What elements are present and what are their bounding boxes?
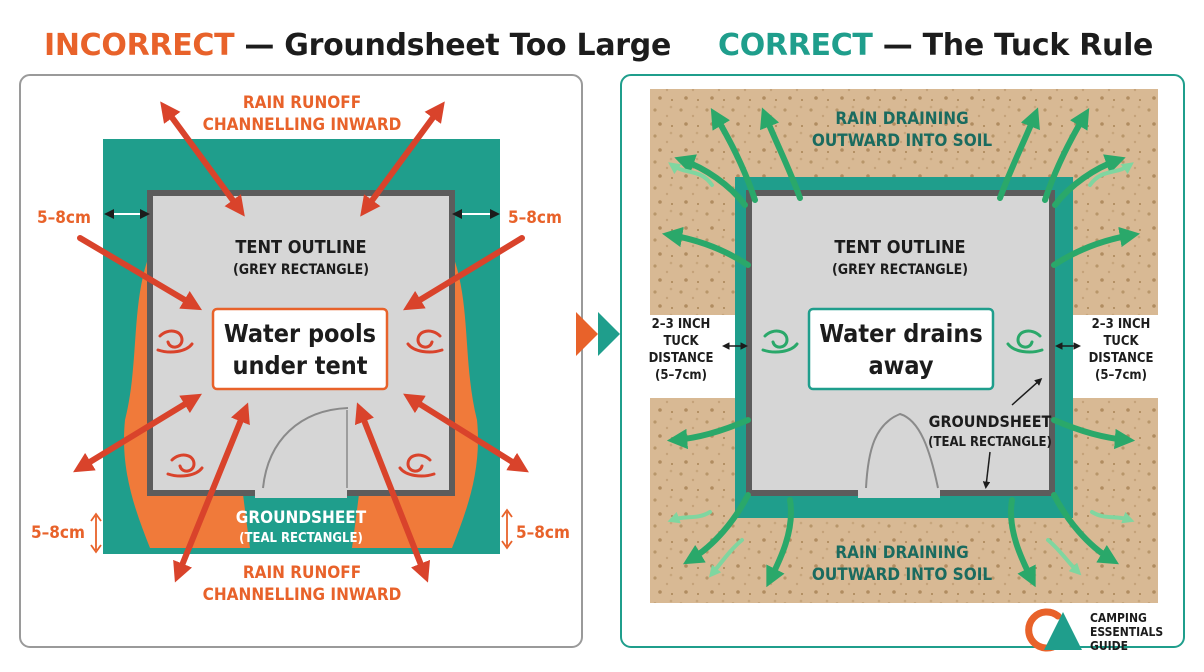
door-gap-left [255, 488, 347, 498]
drain-top-label-2: OUTWARD INTO SOIL [812, 131, 993, 151]
drain-bottom-label-1: RAIN DRAINING [835, 543, 968, 563]
groundsheet-sublabel-right: (TEAL RECTANGLE) [928, 435, 1052, 450]
tent-outline-label: TENT OUTLINE [235, 237, 366, 258]
camping-essentials-logo: CAMPING ESSENTIALS GUIDE [1025, 608, 1163, 653]
pool-callout-line1: Water pools [224, 319, 376, 348]
tuck-right-4: (5–7cm) [1095, 368, 1147, 383]
drain-callout-box [807, 307, 995, 391]
tuck-left-1: 2–3 INCH [652, 317, 711, 332]
pool-callout-line2: under tent [232, 351, 367, 380]
logo-line3: GUIDE [1090, 639, 1128, 653]
correct-keyword: CORRECT [718, 28, 873, 63]
drain-bottom-label-2: OUTWARD INTO SOIL [812, 565, 993, 585]
tuck-right-1: 2–3 INCH [1092, 317, 1151, 332]
correct-panel: RAIN DRAINING OUTWARD INTO SOIL RAIN DRA… [620, 74, 1185, 648]
pool-callout-box [211, 307, 389, 391]
incorrect-title: INCORRECT — Groundsheet Too Large [44, 28, 671, 63]
vertical-gap-markers [90, 508, 513, 554]
groundsheet-pointer-down [982, 451, 991, 489]
drain-arrows-outward [661, 107, 1141, 588]
drain-callout-line1: Water drains [819, 319, 983, 348]
gap-label-bottom-right: 5–8cm [516, 523, 570, 543]
correct-title-rest: — The Tuck Rule [872, 28, 1154, 63]
small-drain-arrows [667, 162, 1135, 578]
incorrect-panel: RAIN RUNOFF CHANNELLING INWARD RAIN RUNO… [19, 74, 583, 648]
drain-callout-line2: away [868, 351, 933, 380]
tent-outline-sublabel-right: (GREY RECTANGLE) [832, 262, 968, 278]
runoff-top-label-1: RAIN RUNOFF [243, 93, 361, 113]
door-arc-left [262, 407, 349, 489]
runoff-bottom-label-1: RAIN RUNOFF [243, 563, 361, 583]
logo-line2: ESSENTIALS [1090, 625, 1163, 639]
runoff-arrows-inward [73, 101, 529, 583]
tuck-right-2: TUCK [1103, 334, 1139, 349]
tent-outline-label-right: TENT OUTLINE [834, 237, 965, 258]
tent-outline-sublabel: (GREY RECTANGLE) [233, 262, 369, 278]
drain-top-label-1: RAIN DRAINING [835, 109, 968, 129]
groundsheet-pointer [1011, 378, 1043, 406]
logo-a-icon [1044, 612, 1082, 650]
groundsheet-label-right: GROUNDSHEET [929, 412, 1052, 431]
door-arc-right [865, 412, 939, 489]
tuck-left-3: DISTANCE [649, 351, 714, 366]
groundsheet-sublabel: (TEAL RECTANGLE) [239, 531, 363, 546]
door-gap-right [858, 488, 940, 498]
gap-label-top-left: 5–8cm [37, 208, 91, 228]
runoff-bottom-label-2: CHANNELLING INWARD [203, 585, 402, 605]
gap-label-top-right: 5–8cm [508, 208, 562, 228]
tuck-right-3: DISTANCE [1089, 351, 1154, 366]
drain-swirl-icon [761, 329, 1044, 354]
gap-label-bottom-left: 5–8cm [31, 523, 85, 543]
incorrect-title-rest: — Groundsheet Too Large [234, 28, 671, 63]
logo-line1: CAMPING [1090, 611, 1147, 625]
correct-title: CORRECT — The Tuck Rule [718, 28, 1153, 63]
transition-arrow-icon [576, 312, 620, 356]
tuck-left-4: (5–7cm) [655, 368, 707, 383]
groundsheet-label: GROUNDSHEET [236, 508, 367, 528]
runoff-top-label-2: CHANNELLING INWARD [203, 115, 402, 135]
incorrect-keyword: INCORRECT [44, 28, 235, 63]
tuck-left-2: TUCK [663, 334, 699, 349]
